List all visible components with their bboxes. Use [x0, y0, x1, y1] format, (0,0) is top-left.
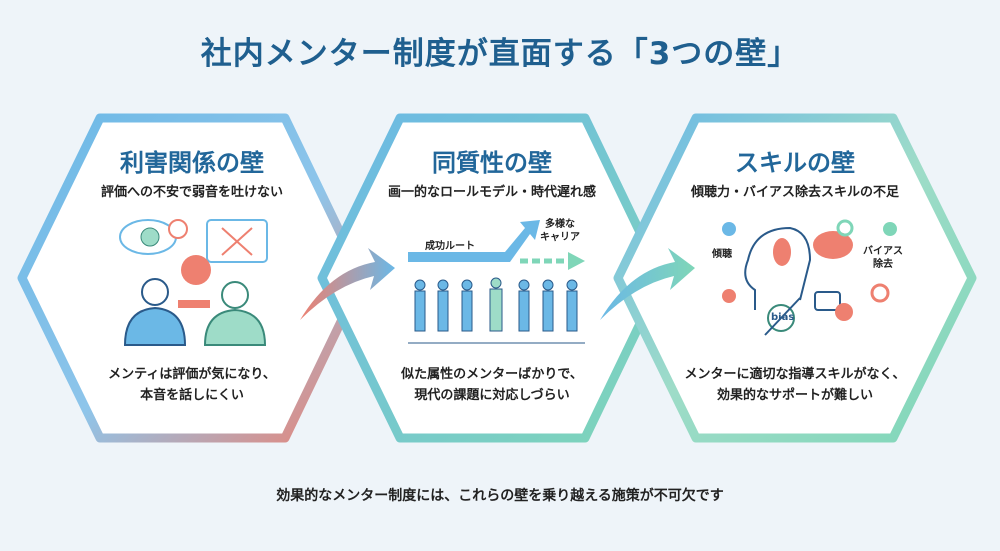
listening-label: 傾聴	[712, 249, 732, 260]
label-line: 多様な	[545, 219, 575, 230]
footer-note: 効果的なメンター制度には、これらの壁を乗り越える施策が不可欠です	[276, 488, 724, 504]
wall-3-description: メンターに適切な指導スキルがなく、 効果的なサポートが難しい	[645, 364, 945, 406]
desc-line: メンティは評価が気になり、	[108, 367, 276, 382]
desc-line: 本音を話しにくい	[140, 388, 244, 403]
desc-line: 効果的なサポートが難しい	[716, 388, 873, 403]
bias-label: bias	[771, 312, 795, 323]
desc-line: 似た属性のメンターばかりで、	[401, 367, 583, 382]
wall-1-subtitle: 評価への不安で弱音を吐けない	[100, 185, 283, 200]
wall-3-heading: スキルの壁	[735, 149, 855, 177]
label-line: 除去	[873, 259, 893, 270]
wall-2-subtitle: 画一的なロールモデル・時代遅れ感	[387, 185, 596, 200]
wall-1-heading: 利害関係の壁	[120, 149, 264, 177]
arrow-2	[600, 248, 695, 320]
label-line: バイアス	[863, 246, 903, 257]
wall-1-description: メンティは評価が気になり、 本音を話しにくい	[42, 364, 342, 406]
wall-2-heading: 同質性の壁	[432, 149, 552, 177]
desc-line: メンターに適切な指導スキルがなく、	[684, 367, 906, 382]
wall-2-description: 似た属性のメンターばかりで、 現代の課題に対応しづらい	[342, 364, 642, 406]
desc-line: 現代の課題に対応しづらい	[414, 388, 570, 403]
career-path-icon	[408, 220, 585, 344]
arrow-1	[300, 248, 395, 320]
label-line: キャリア	[540, 232, 580, 243]
wall-3-subtitle: 傾聴力・バイアス除去スキルの不足	[690, 185, 899, 200]
hexagon-3	[613, 113, 977, 443]
page-title: 社内メンター制度が直面する「3つの壁」	[200, 36, 800, 72]
skills-icon	[722, 219, 897, 336]
bias-removal-label: バイアス 除去	[863, 245, 903, 271]
diverse-label: 多様な キャリア	[540, 218, 580, 244]
people-icon	[119, 219, 268, 346]
route-label: 成功ルート	[425, 241, 475, 252]
